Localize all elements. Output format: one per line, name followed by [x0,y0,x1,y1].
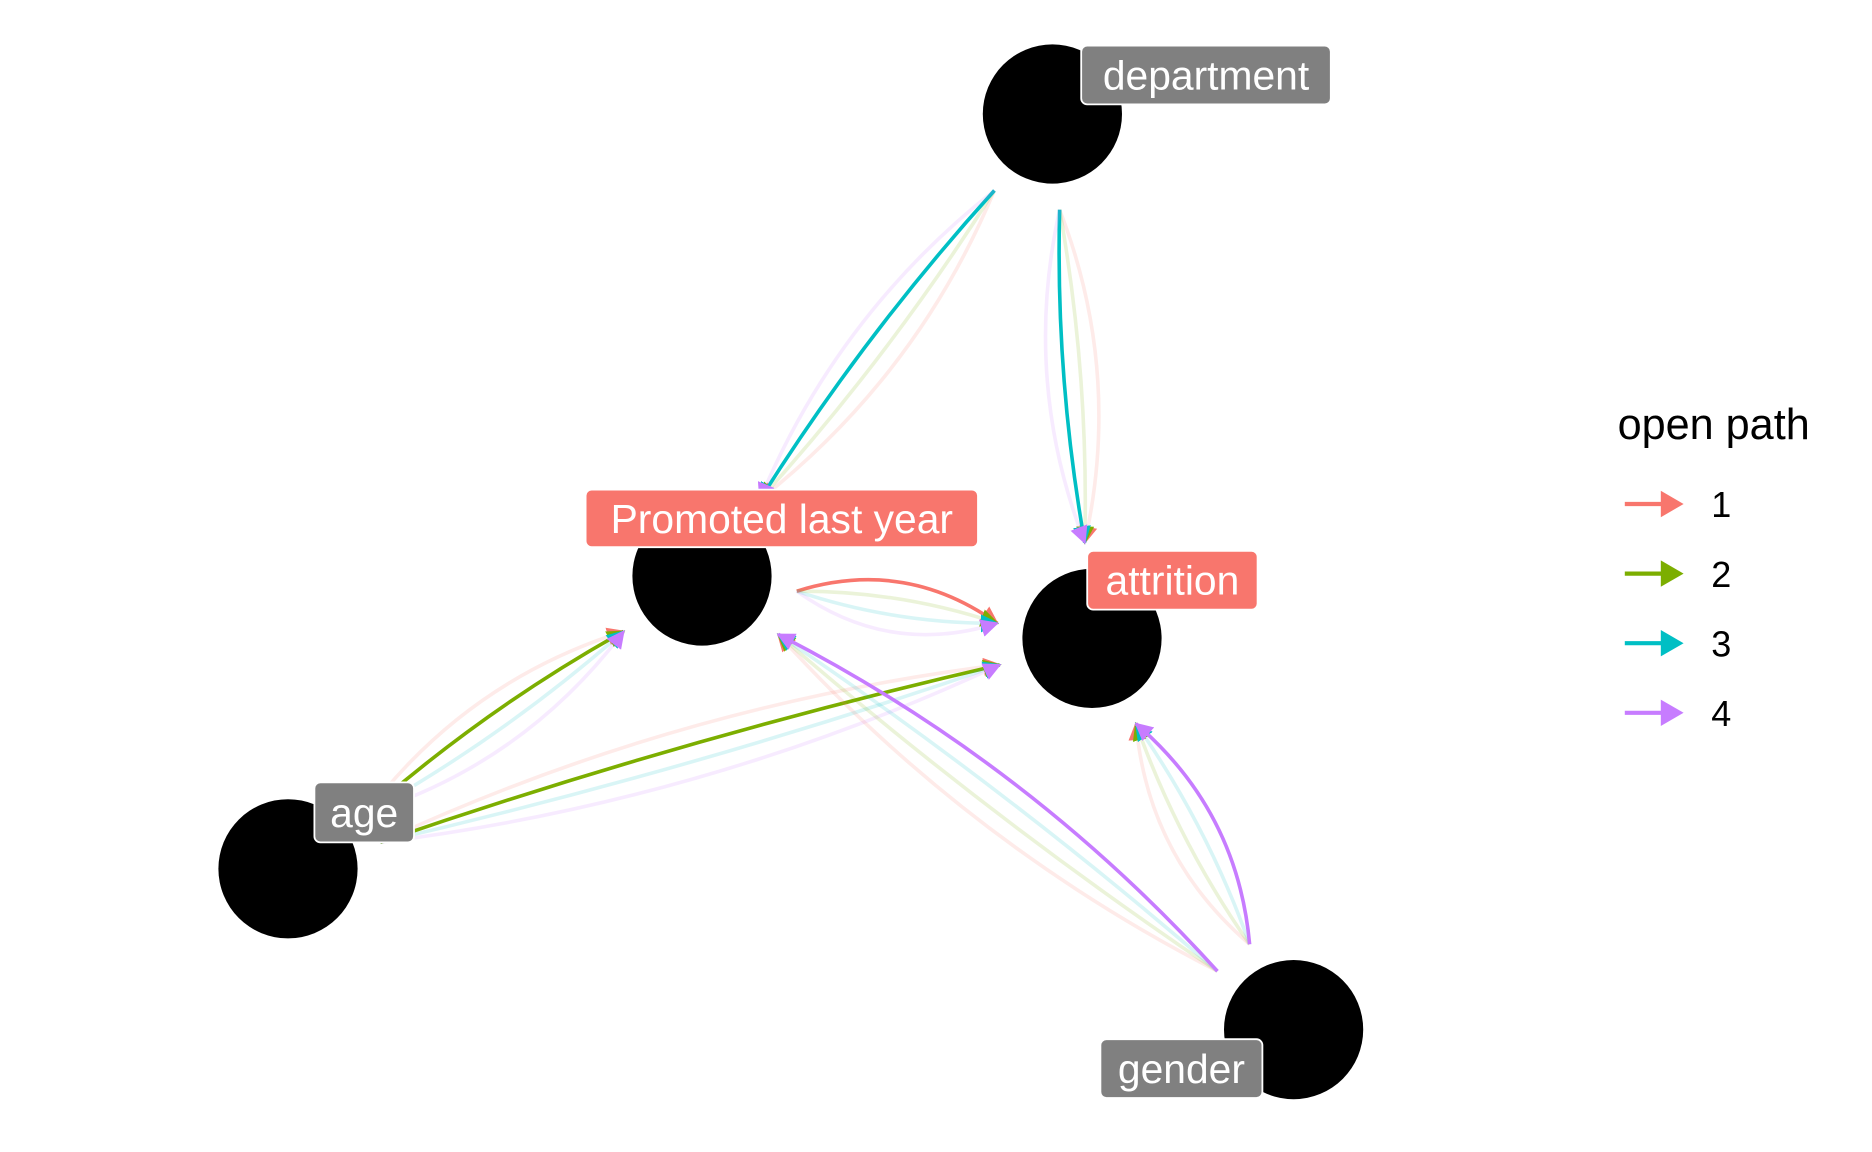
edge-gender-to-attrition-path-3 [1134,722,1252,945]
node-label-gender: gender [1099,1038,1264,1099]
node-label-text: age [330,790,398,836]
edge-promoted-to-attrition-path-1 [796,577,999,625]
edge-department-to-promoted-path-4 [757,189,996,502]
legend-label: 1 [1711,484,1731,525]
edge-gender-to-promoted-path-2 [776,633,1219,973]
edge-gender-to-promoted-path-4 [776,632,1219,973]
legend-arrow-icon [1660,630,1684,657]
edge-department-to-attrition-path-3 [1057,209,1091,545]
legend-label: 2 [1711,554,1731,595]
node-label-text: department [1103,52,1310,98]
legend-label: 4 [1711,693,1731,734]
edge-promoted-to-attrition-path-2 [796,589,999,627]
node-label-attrition: attrition [1086,549,1259,611]
edge-department-to-attrition-path-4 [1043,209,1088,545]
edge-age-to-promoted-path-1 [364,627,626,815]
edge-gender-to-attrition-path-4 [1134,722,1252,945]
edge-department-to-attrition-path-2 [1057,209,1095,545]
legend-arrow-icon [1660,490,1684,518]
edge-age-to-attrition-path-1 [379,657,1002,844]
edge-age-to-attrition-path-2 [379,659,1002,845]
legend-arrow-icon [1660,560,1684,587]
node-label-department: department [1080,44,1332,106]
legend-item-3: 3 [1624,623,1731,664]
edge-promoted-to-attrition-path-4 [795,589,999,637]
legend-label: 3 [1711,623,1731,664]
edge-gender-to-promoted-path-3 [776,632,1219,973]
edge-gender-to-promoted-path-1 [776,633,1219,973]
edge-gender-to-attrition-path-2 [1132,722,1252,946]
edge-age-to-attrition-path-3 [379,661,1002,845]
legend: open path 1 2 3 4 [1618,401,1810,734]
edge-age-to-attrition-path-4 [380,663,1002,845]
legend-item-4: 4 [1624,693,1731,734]
edge-department-to-promoted-path-3 [758,189,996,502]
legend-item-1: 1 [1624,484,1731,525]
edge-department-to-promoted-path-1 [758,189,997,501]
node-label-text: Promoted last year [611,496,953,542]
node-label-text: gender [1118,1046,1245,1092]
edge-department-to-attrition-path-1 [1057,209,1101,545]
node-label-age: age [313,781,415,844]
edge-department-to-promoted-path-2 [758,189,996,501]
edge-gender-to-attrition-path-1 [1128,721,1251,946]
legend-title: open path [1618,401,1810,449]
legend-arrow-icon [1660,699,1684,726]
node-label-text: attrition [1106,558,1240,604]
legend-item-2: 2 [1624,554,1731,595]
node-label-promoted: Promoted last year [584,488,979,549]
edge-promoted-to-attrition-path-3 [796,589,1000,633]
